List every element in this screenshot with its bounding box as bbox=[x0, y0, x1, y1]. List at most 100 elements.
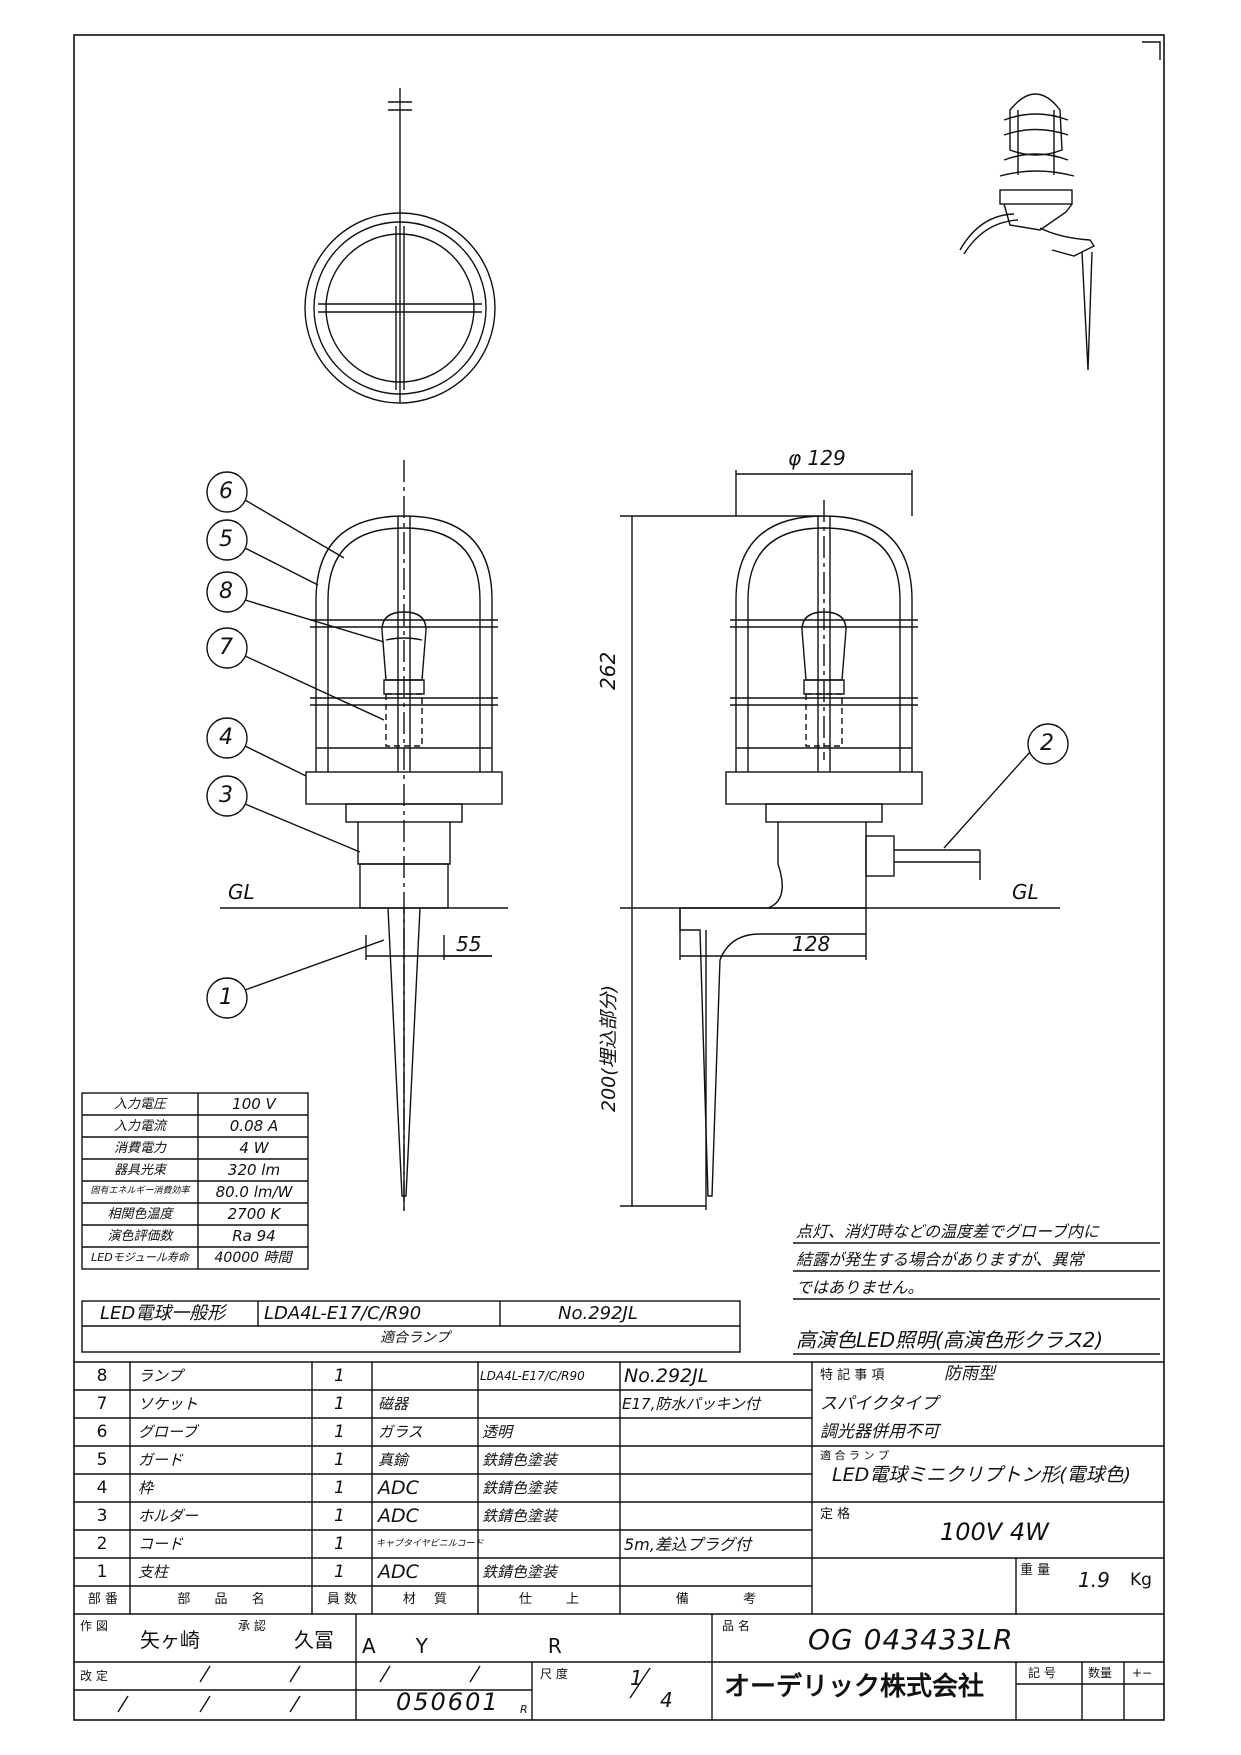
part-material: 磁器 bbox=[378, 1395, 409, 1413]
spec-label: LEDモジュール寿命 bbox=[91, 1251, 189, 1264]
part-remark: No.292JL bbox=[624, 1365, 709, 1387]
scale-denominator: 4 bbox=[660, 1688, 673, 1712]
part-no: 7 bbox=[96, 1394, 108, 1414]
part-material: ADC bbox=[378, 1505, 419, 1527]
top-view bbox=[304, 88, 496, 404]
spec-label: 入力電圧 bbox=[113, 1097, 166, 1112]
part-no: 1 bbox=[96, 1562, 108, 1582]
spec-value: 2700 K bbox=[227, 1205, 281, 1223]
part-no: 8 bbox=[96, 1366, 108, 1386]
part-remark: E17,防水パッキン付 bbox=[622, 1395, 760, 1413]
spec-label: 相関色温度 bbox=[107, 1207, 173, 1222]
lamp-model: LDA4L-E17/C/R90 bbox=[264, 1303, 422, 1324]
approved-label: 承 認 bbox=[238, 1619, 266, 1633]
part-no: 3 bbox=[96, 1506, 108, 1526]
title-block-lines bbox=[74, 1614, 1164, 1720]
side-view-right bbox=[620, 470, 1060, 1210]
notice-line-3: ではありません。 bbox=[796, 1278, 924, 1297]
drawn-label: 作 図 bbox=[80, 1619, 108, 1633]
balloon-5: 5 bbox=[219, 527, 233, 552]
qty-label: 数量 bbox=[1088, 1666, 1113, 1680]
special-dimmer: 調光器併用不可 bbox=[820, 1422, 939, 1442]
part-name: 枠 bbox=[138, 1479, 154, 1497]
special-spike: スパイクタイプ bbox=[820, 1394, 938, 1414]
special-label: 特 記 事 項 bbox=[820, 1368, 885, 1383]
part-qty: 1 bbox=[334, 1366, 345, 1386]
spec-label: 器具光束 bbox=[113, 1163, 166, 1178]
part-material: キャブタイヤビニルコード bbox=[376, 1539, 484, 1549]
balloon-circles bbox=[206, 471, 1069, 1019]
part-no: 6 bbox=[96, 1422, 108, 1442]
part-qty: 1 bbox=[334, 1450, 345, 1470]
lamp-caption: 適合ランプ bbox=[380, 1330, 450, 1346]
part-finish: 鉄錆色塗装 bbox=[482, 1563, 558, 1581]
spec-label: 消費電力 bbox=[113, 1141, 166, 1156]
drawn-by: 矢ヶ崎 bbox=[140, 1628, 200, 1652]
scale-label: 尺 度 bbox=[540, 1667, 568, 1681]
rating-label: 定 格 bbox=[820, 1507, 851, 1522]
part-no: 2 bbox=[96, 1534, 108, 1554]
spec-value: Ra 94 bbox=[232, 1227, 276, 1245]
part-finish: 透明 bbox=[482, 1423, 513, 1441]
dim-height-262: 262 bbox=[596, 651, 620, 690]
spec-value: 320 lm bbox=[227, 1161, 281, 1179]
part-qty: 1 bbox=[334, 1394, 345, 1414]
part-name: グローブ bbox=[138, 1423, 198, 1441]
notice-line-2: 結露が発生する場合がありますが、異常 bbox=[796, 1250, 1084, 1269]
applicable-lamp-value: LED電球ミニクリプトン形(電球色) bbox=[832, 1464, 1132, 1486]
spec-value: 40000 時間 bbox=[214, 1250, 292, 1266]
balloon-7: 7 bbox=[219, 635, 233, 660]
spec-label: 固有エネルギー消費効率 bbox=[90, 1186, 190, 1196]
part-finish: LDA4L-E17/C/R90 bbox=[480, 1369, 585, 1383]
parts-table-lines bbox=[74, 1361, 1164, 1615]
part-qty: 1 bbox=[334, 1422, 345, 1442]
part-material: ADC bbox=[378, 1561, 419, 1583]
weight-label: 重 量 bbox=[1020, 1563, 1051, 1578]
header-material: 材 質 bbox=[402, 1592, 448, 1607]
balloon-1: 1 bbox=[219, 985, 233, 1010]
plusminus-label: +− bbox=[1132, 1666, 1153, 1680]
part-name: 支柱 bbox=[138, 1563, 169, 1581]
product-label: 品 名 bbox=[722, 1619, 750, 1633]
spec-value: 4 W bbox=[239, 1139, 269, 1157]
drawing-frame bbox=[73, 34, 1165, 1721]
weight-value: 1.9 bbox=[1078, 1568, 1110, 1592]
weight-unit: Kg bbox=[1130, 1570, 1152, 1590]
balloon-3: 3 bbox=[219, 783, 233, 808]
part-material: ADC bbox=[378, 1477, 419, 1499]
date: 050601 bbox=[396, 1688, 500, 1716]
rating-value: 100V 4W bbox=[940, 1518, 1049, 1546]
scale-numerator: 1 bbox=[630, 1666, 643, 1690]
part-qty: 1 bbox=[334, 1534, 345, 1554]
part-material: 真鍮 bbox=[378, 1451, 409, 1469]
header-finish: 仕 上 bbox=[518, 1592, 580, 1607]
gl-label-right: GL bbox=[1012, 880, 1039, 904]
part-no: 4 bbox=[96, 1478, 108, 1498]
revision-letters: A Y R bbox=[362, 1634, 562, 1658]
header-no: 部 番 bbox=[87, 1592, 119, 1607]
spec-label: 入力電流 bbox=[113, 1119, 166, 1134]
part-name: ランプ bbox=[138, 1367, 183, 1385]
part-finish: 鉄錆色塗装 bbox=[482, 1507, 558, 1525]
part-name: ホルダー bbox=[138, 1507, 199, 1525]
part-name: ソケット bbox=[138, 1395, 199, 1413]
part-remark: 5m,差込プラグ付 bbox=[624, 1535, 751, 1554]
header-name: 部 品 名 bbox=[177, 1592, 265, 1607]
lamp-type: LED電球一般形 bbox=[100, 1303, 226, 1324]
balloon-4: 4 bbox=[219, 725, 233, 750]
special-waterproof: 防雨型 bbox=[944, 1364, 995, 1384]
header-qty: 員 数 bbox=[326, 1592, 358, 1607]
part-qty: 1 bbox=[334, 1562, 345, 1582]
spec-value: 0.08 A bbox=[229, 1117, 279, 1135]
high-cri-label: 高演色LED照明(高演色形クラス2) bbox=[796, 1328, 1104, 1352]
part-qty: 1 bbox=[334, 1506, 345, 1526]
applicable-lamp-label: 適 合 ラ ン プ bbox=[820, 1449, 889, 1462]
header-remark: 備 考 bbox=[675, 1592, 757, 1607]
dim-diameter-129: φ 129 bbox=[788, 446, 846, 470]
spec-value: 80.0 lm/W bbox=[215, 1183, 293, 1201]
approved-by: 久冨 bbox=[294, 1628, 334, 1652]
spec-table-lines bbox=[81, 1092, 309, 1270]
lamp-box-lines bbox=[81, 1300, 741, 1353]
gl-label-left: GL bbox=[228, 880, 255, 904]
dim-width-55: 55 bbox=[456, 932, 482, 956]
